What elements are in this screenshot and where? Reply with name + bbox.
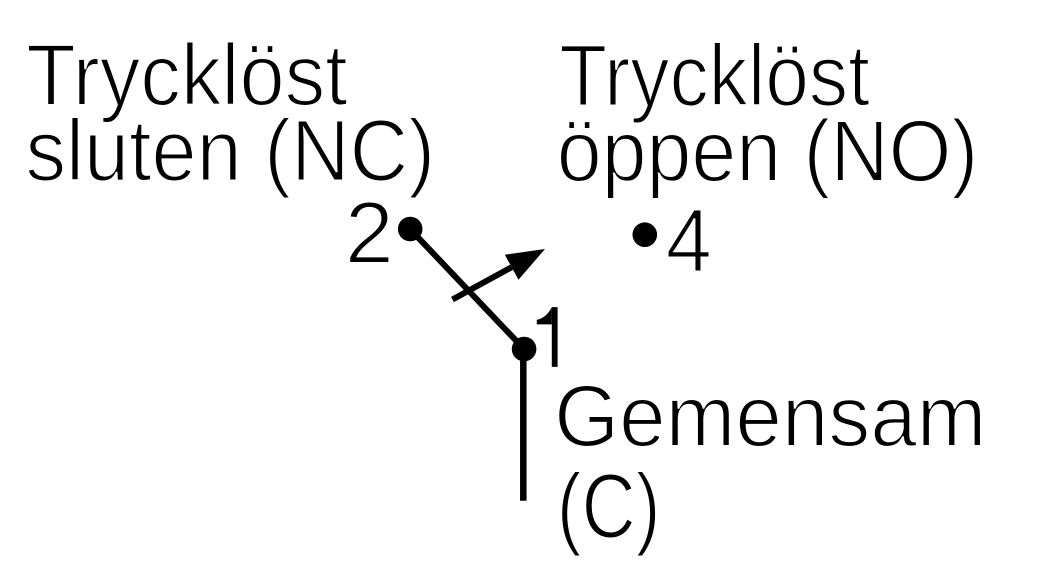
svg-text:sluten (NC): sluten (NC)	[26, 103, 436, 200]
svg-text:(C): (C)	[557, 456, 661, 558]
svg-text:öppen (NO): öppen (NO)	[557, 103, 979, 200]
svg-text:Gemensam: Gemensam	[554, 368, 986, 465]
svg-text:4: 4	[666, 192, 712, 292]
svg-text:Trycklöst: Trycklöst	[559, 27, 870, 124]
svg-text:2: 2	[345, 183, 394, 282]
svg-text:Trycklöst: Trycklöst	[26, 27, 348, 124]
